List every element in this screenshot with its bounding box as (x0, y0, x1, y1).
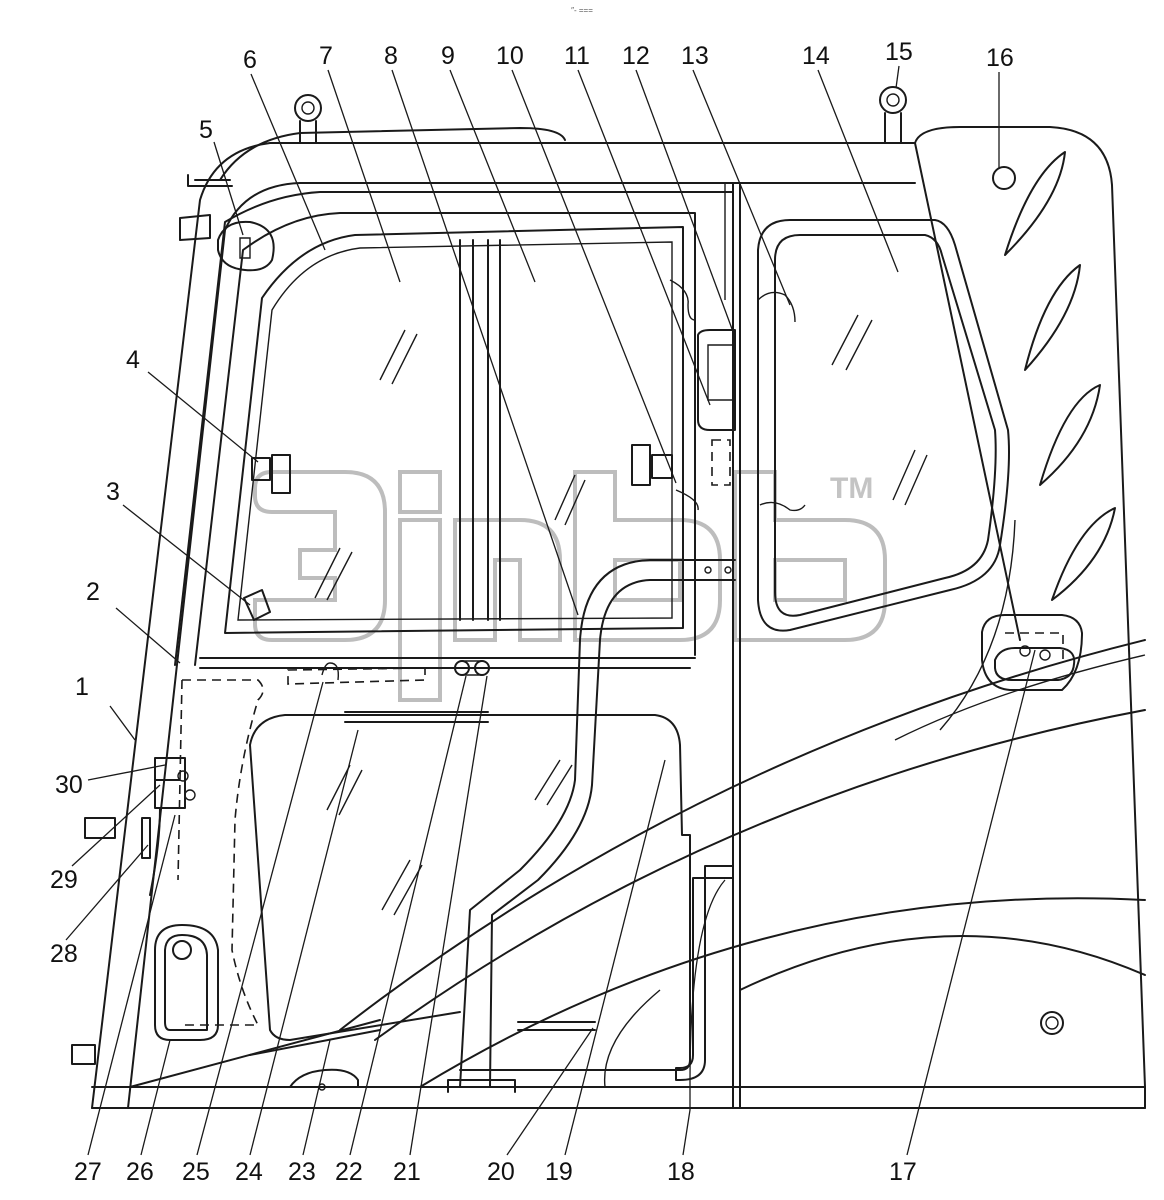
callout-21: 21 (393, 1158, 421, 1186)
callout-4: 4 (126, 346, 140, 374)
callout-8: 8 (384, 42, 398, 70)
callout-16: 16 (986, 44, 1014, 72)
callout-1: 1 (75, 673, 89, 701)
callout-11: 11 (564, 42, 590, 70)
callout-24: 24 (235, 1158, 263, 1186)
callout-29: 29 (50, 866, 78, 894)
callout-28: 28 (50, 940, 78, 968)
callout-27: 27 (74, 1158, 102, 1186)
callout-25: 25 (182, 1158, 210, 1186)
door (71, 191, 928, 1093)
cab-body (91, 86, 1146, 1109)
callout-5: 5 (199, 116, 213, 144)
callout-9: 9 (441, 42, 455, 70)
leader-lines (65, 65, 1036, 1156)
callout-10: 10 (496, 42, 524, 70)
callout-2: 2 (86, 578, 100, 606)
callout-18: 18 (667, 1158, 695, 1186)
callout-23: 23 (288, 1158, 316, 1186)
callout-13: 13 (681, 42, 709, 70)
callout-20: 20 (487, 1158, 515, 1186)
callout-12: 12 (622, 42, 650, 70)
top-note: ″‐ === (571, 6, 593, 15)
callout-14: 14 (802, 42, 830, 70)
watermark: TM (253, 470, 887, 702)
callout-19: 19 (545, 1158, 573, 1186)
trademark-mark: TM (830, 472, 873, 505)
callout-22: 22 (335, 1158, 363, 1186)
callout-labels: 1 2 3 4 5 6 7 8 9 10 11 12 13 14 15 16 1… (50, 38, 1014, 1186)
callout-17: 17 (889, 1158, 917, 1186)
callout-7: 7 (319, 42, 333, 70)
callout-3: 3 (106, 478, 120, 506)
callout-6: 6 (243, 46, 257, 74)
callout-26: 26 (126, 1158, 154, 1186)
callout-15: 15 (885, 38, 913, 66)
callout-30: 30 (55, 771, 83, 799)
